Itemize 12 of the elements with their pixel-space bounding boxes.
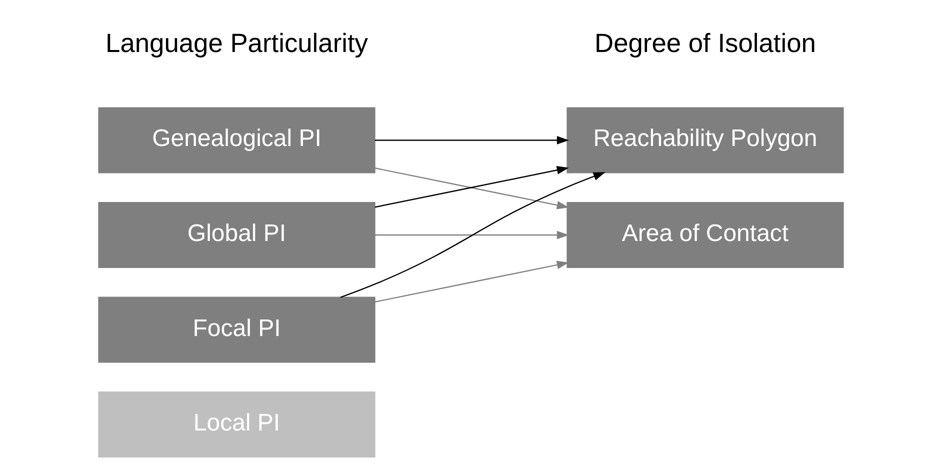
node-box: Reachability Polygon xyxy=(566,107,844,174)
arrow xyxy=(340,172,605,298)
node-box: Local PI xyxy=(98,392,375,458)
node-box: Focal PI xyxy=(98,296,375,363)
label: Language Particularity xyxy=(105,28,368,58)
arrow xyxy=(374,260,568,302)
node-box: Global PI xyxy=(98,202,375,268)
label: Degree of Isolation xyxy=(594,28,816,58)
node-box: Genealogical PI xyxy=(98,107,375,174)
arrow xyxy=(374,136,568,144)
node-box: Area of Contact xyxy=(566,202,844,268)
arrow xyxy=(374,230,568,240)
